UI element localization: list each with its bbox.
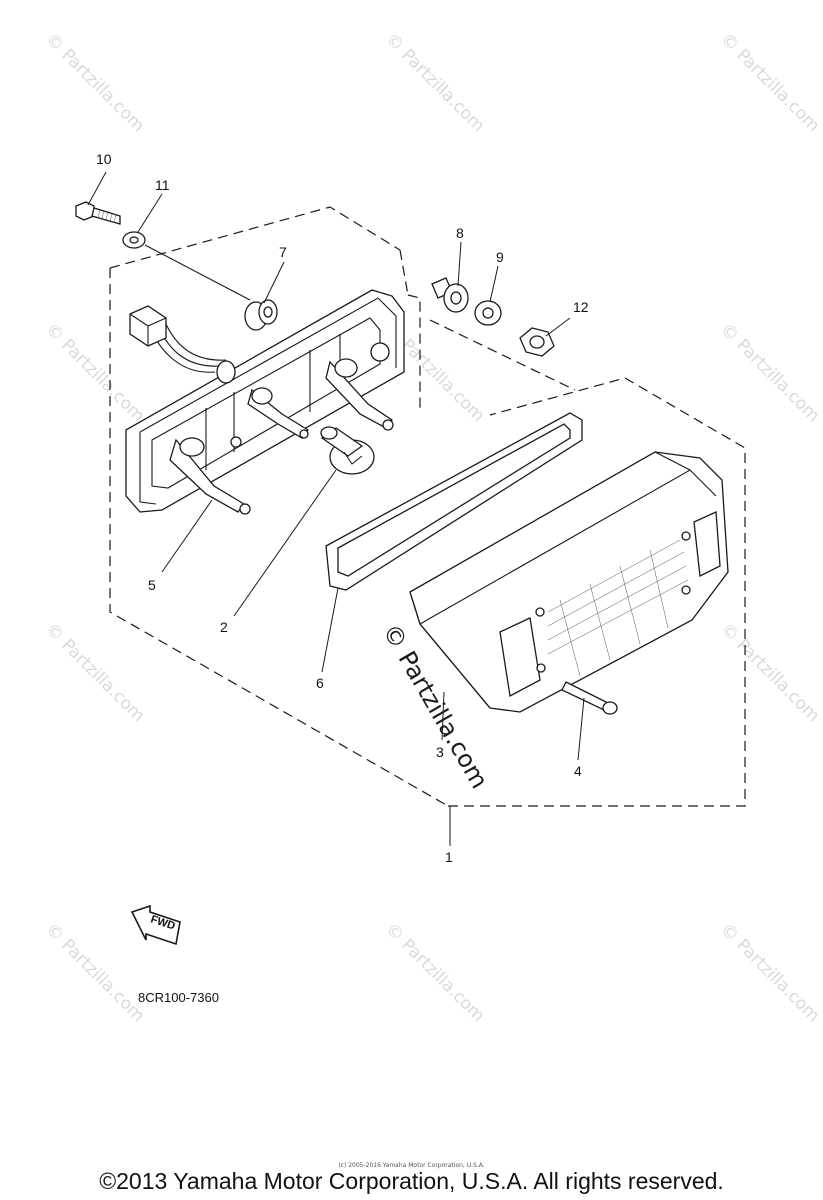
watermark: © Partzilla.com <box>381 29 488 136</box>
watermark: © Partzilla.com <box>41 919 148 1026</box>
callout-12: 12 <box>573 299 589 315</box>
wire-harness <box>129 305 236 384</box>
watermark: © Partzilla.com <box>716 319 823 426</box>
callout-5: 5 <box>148 577 156 593</box>
watermark: © Partzilla.com <box>381 919 488 1026</box>
callout-8: 8 <box>456 225 464 241</box>
gasket-part-6 <box>325 412 583 591</box>
washer-part-11 <box>122 231 146 249</box>
bolt-part-10 <box>75 201 121 225</box>
diagram-code: 8CR100-7360 <box>138 990 219 1005</box>
fwd-label: FWD <box>149 913 177 932</box>
watermark: © Partzilla.com <box>716 919 823 1026</box>
callout-3: 3 <box>436 744 444 760</box>
screw-part-4 <box>561 681 618 715</box>
callout-1: 1 <box>445 849 453 865</box>
callout-10: 10 <box>96 151 112 167</box>
callouts: 10 11 7 8 9 12 5 2 6 3 4 1 <box>96 151 589 865</box>
callout-7: 7 <box>279 244 287 260</box>
lens-part-3 <box>409 451 729 713</box>
callout-4: 4 <box>574 763 582 779</box>
leader-lines <box>87 171 585 846</box>
watermark: © Partzilla.com <box>41 619 148 726</box>
callout-2: 2 <box>220 619 228 635</box>
bulb-part-2 <box>320 426 375 475</box>
small-copyright: (c) 2005-2016 Yamaha Motor Corporation, … <box>338 1162 485 1169</box>
grommet-part-7 <box>244 299 278 331</box>
fwd-arrow-icon: FWD <box>130 904 181 946</box>
callout-11: 11 <box>155 177 170 193</box>
housing-part-5 <box>125 289 405 515</box>
washer-part-9 <box>474 300 502 326</box>
nut-part-12 <box>519 327 555 357</box>
collar-part-8 <box>431 277 469 313</box>
copyright-notice: ©2013 Yamaha Motor Corporation, U.S.A. A… <box>99 1168 724 1194</box>
watermark: © Partzilla.com <box>716 29 823 136</box>
callout-6: 6 <box>316 675 324 691</box>
watermark: © Partzilla.com <box>716 619 823 726</box>
assembly-outline <box>109 206 746 807</box>
callout-9: 9 <box>496 249 504 265</box>
watermark: © Partzilla.com <box>41 29 148 136</box>
